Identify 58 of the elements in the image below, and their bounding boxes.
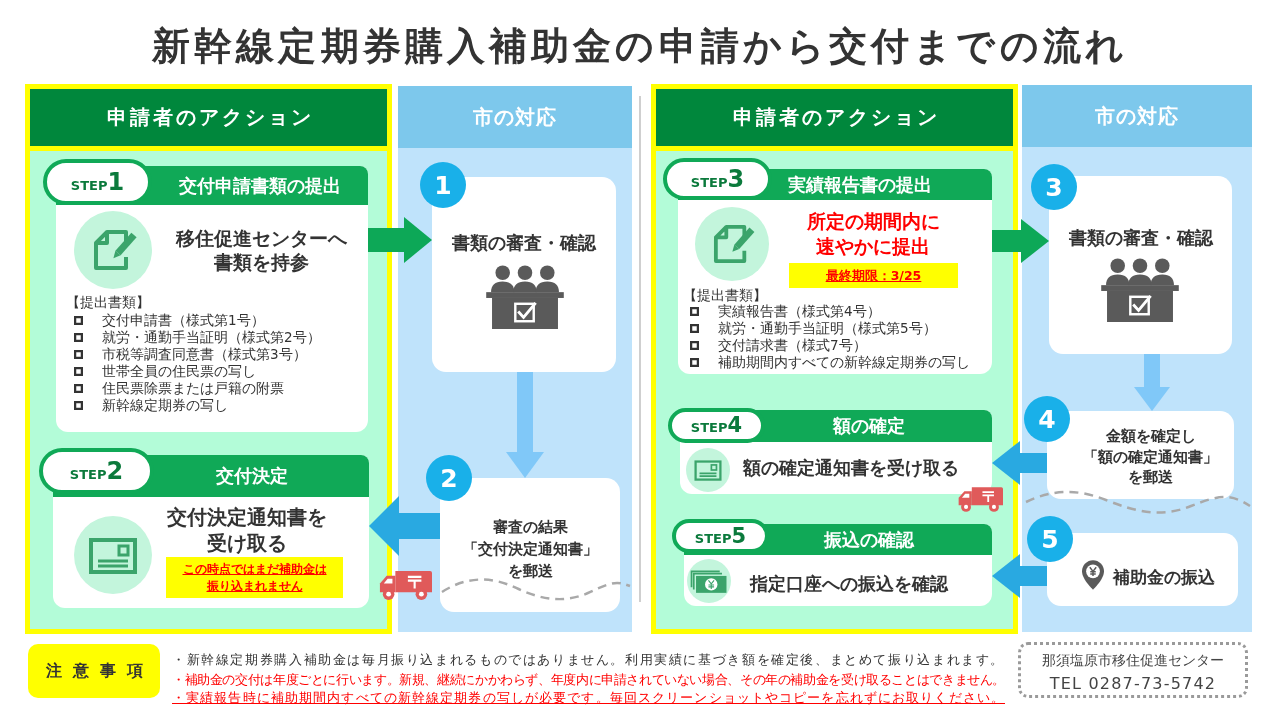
list-item: 交付請求書（様式7号） [718, 337, 867, 354]
column-header: 市の対応 [1022, 85, 1252, 147]
card-text: 額の確定通知書を受け取る [743, 456, 959, 480]
card-text: 移住促進センターへ書類を持参 [174, 226, 348, 274]
info-box [432, 177, 616, 372]
arrow [992, 219, 1049, 263]
page-title: 新幹線定期券購入補助金の申請から交付までの流れ [152, 23, 1128, 70]
step-card [680, 410, 992, 494]
list-item: 住民票除票または戸籍の附票 [102, 380, 284, 397]
phone-number: TEL 0287-73-5742 [1048, 674, 1218, 694]
note-line: ・補助金の交付は年度ごとに行います。新規、継続にかかわらず、年度内に申請されていない場合、その年の補助金を受け取ることはできません。 [172, 671, 1005, 689]
step-card [56, 166, 368, 432]
column-header: 申請者のアクション [30, 89, 387, 146]
number-circle: 4 [1024, 396, 1070, 442]
number-circle: 1 [420, 162, 466, 208]
step-card [684, 524, 992, 606]
arrow [506, 372, 544, 478]
arrow [1134, 354, 1170, 411]
list-item: 市税等調査同意書（様式第3号） [102, 346, 307, 363]
list-item: 就労・通勤手当証明（様式第2号） [102, 329, 321, 346]
box-text: 補助金の振込 [1113, 566, 1215, 588]
column-header: 申請者のアクション [656, 89, 1013, 146]
arrow [992, 441, 1047, 485]
box-text: 書類の審査・確認 [1067, 227, 1215, 249]
column-header: 市の対応 [398, 86, 632, 148]
card-text: 所定の期間内に速やかに提出 [805, 209, 941, 259]
box-text: 審査の結果「交付決定通知書」を郵送 [461, 517, 599, 582]
column-panel [398, 86, 632, 632]
list-heading: 【提出書類】 [66, 294, 150, 311]
box-text: 書類の審査・確認 [451, 232, 598, 254]
list-heading: 【提出書類】 [683, 287, 767, 304]
step-card [678, 169, 992, 374]
arrow [368, 217, 432, 263]
column-panel [25, 84, 392, 634]
list-item: 就労・通勤手当証明（様式第5号） [718, 320, 937, 337]
notes-label: 注意事項 [28, 644, 160, 698]
arrow [369, 496, 440, 556]
contact-box [1018, 642, 1248, 698]
step-card [53, 455, 369, 608]
list-item: 補助期間内すべての新幹線定期券の写し [718, 354, 970, 371]
column-panel [1022, 85, 1252, 632]
number-circle: 2 [426, 455, 472, 501]
list-item: 交付申請書（様式第1号） [102, 312, 265, 329]
highlight-note: 最終期限：3/25 [789, 263, 958, 288]
contact-name: 那須塩原市移住促進センター [1041, 651, 1225, 670]
number-circle: 3 [1031, 164, 1077, 210]
list-item: 世帯全員の住民票の写し [102, 363, 256, 380]
list-item: 実績報告書（様式第4号） [718, 303, 881, 320]
note-line: ・新幹線定期券購入補助金は毎月振り込まれるものではありません。利用実績に基づき額を確定後、まとめて振り込まれます。 [172, 651, 1005, 669]
column-panel [651, 84, 1018, 634]
card-text: 交付決定通知書を受け取る [166, 504, 328, 556]
list-item: 新幹線定期券の写し [102, 397, 228, 414]
info-box [1049, 176, 1232, 354]
box-text: 金額を確定し「額の確定通知書」を郵送 [1082, 426, 1219, 488]
arrow [992, 554, 1047, 598]
step-badge: STEP3 [663, 158, 772, 200]
card-text: 指定口座への振込を確認 [750, 572, 948, 596]
number-circle: 5 [1027, 516, 1073, 562]
